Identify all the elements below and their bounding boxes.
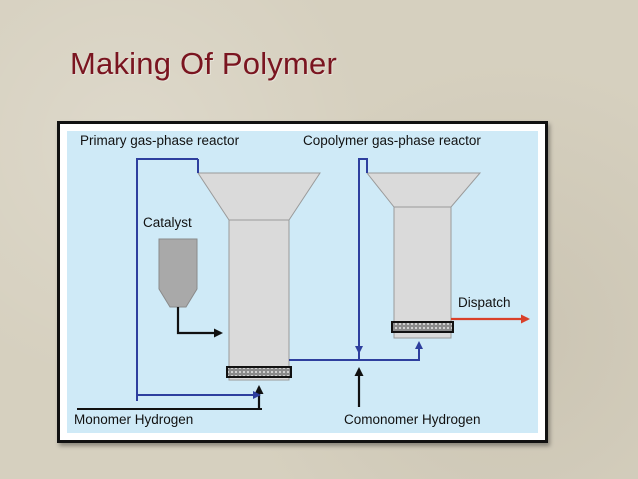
process-diagram: Primary gas-phase reactor Copolymer gas-… xyxy=(57,121,548,443)
primary-distributor-grid xyxy=(226,366,292,378)
catalyst-hopper xyxy=(158,238,198,308)
catalyst-feed-line xyxy=(176,307,223,338)
primary-reactor-label: Primary gas-phase reactor xyxy=(80,133,240,148)
diagram-graphics xyxy=(77,158,530,410)
diagram-canvas: Primary gas-phase reactor Copolymer gas-… xyxy=(67,131,538,433)
catalyst-label: Catalyst xyxy=(143,215,192,230)
comonomer-hydrogen-label: Comonomer Hydrogen xyxy=(344,412,481,427)
copolymer-reactor-label: Copolymer gas-phase reactor xyxy=(303,133,481,148)
copolymer-distributor-grid xyxy=(391,321,454,333)
primary-reactor-vessel xyxy=(197,172,321,381)
transfer-line-to-copolymer xyxy=(359,341,423,361)
dispatch-label: Dispatch xyxy=(458,295,511,310)
copolymer-recycle-line xyxy=(358,158,368,360)
primary-recycle-line xyxy=(136,158,198,401)
slide-title: Making Of Polymer xyxy=(70,46,337,81)
transfer-line xyxy=(289,332,360,361)
monomer-hydrogen-label: Monomer Hydrogen xyxy=(74,412,194,427)
copolymer-reactor-vessel xyxy=(365,172,482,339)
